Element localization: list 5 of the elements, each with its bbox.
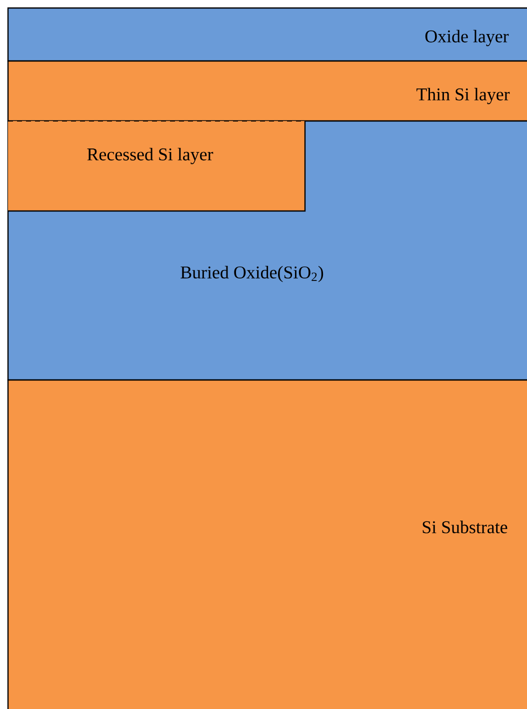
substrate-layer: Si Substrate [7, 379, 527, 709]
node-label: Recessed Si layer [87, 148, 214, 164]
oxide-layer: Oxide layer [7, 7, 527, 62]
recessed-silicon-layer: Recessed Si layer [8, 120, 306, 212]
silicon-layer: Thin Si layer [7, 60, 527, 122]
